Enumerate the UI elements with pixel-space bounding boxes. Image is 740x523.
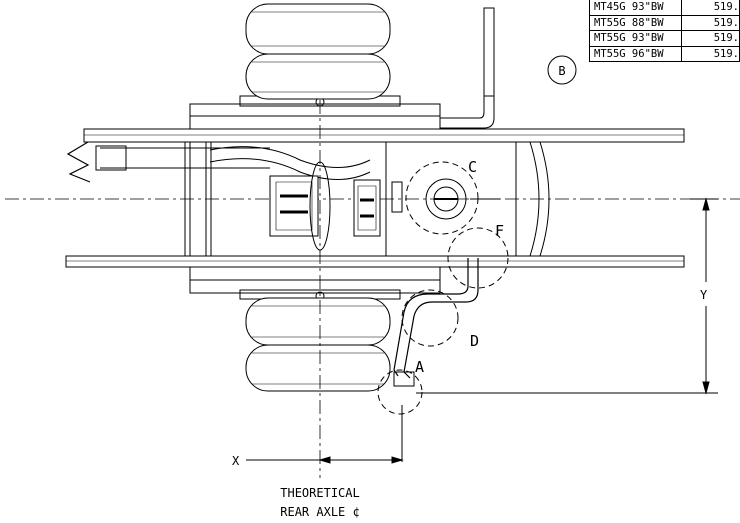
detail-circle-f [447,227,509,289]
tailpipe-inner [393,258,469,377]
dimension-label-x: X [232,454,240,468]
frame-end-chevron [66,141,91,183]
upper-suspension [189,95,441,130]
tank-assembly [391,178,500,220]
dimension-x [246,405,404,464]
callout-label-b: B [558,64,565,78]
callout-label-a: A [415,358,424,376]
lower-suspension [189,266,441,301]
upper-tires [245,3,391,100]
axle-label-line2: REAR AXLE ¢ [280,505,359,519]
lower-tires [245,297,391,392]
detail-circle-a [377,369,423,415]
callout-label-f: F [495,222,504,240]
dimension-label-y: Y [700,288,708,302]
table-row: MT55G 96"BW 519. [589,45,740,62]
value-cell: 519. [680,45,740,62]
model-cell: MT55G 96"BW [589,45,682,62]
cross-members [184,141,550,257]
drive-pipes [95,145,371,180]
axle-label-line1: THEORETICAL [280,486,359,500]
model-cell: MT55G 93"BW [589,30,682,47]
callout-circle-b [547,55,577,85]
callout-label-c: C [468,158,477,176]
frame-rails [65,128,685,268]
exhaust-stack [439,7,495,129]
callout-label-d: D [470,332,479,350]
detail-circle-d [401,289,459,347]
table-row: MT55G 93"BW 519. [589,30,740,47]
tailpipe [403,258,479,379]
dimension-y [416,197,718,395]
detail-circle-c [405,161,479,235]
model-spec-table: MT45G 93"BW 519. MT55G 88"BW 519. MT55G … [589,0,740,62]
tailpipe-tip [393,371,415,387]
